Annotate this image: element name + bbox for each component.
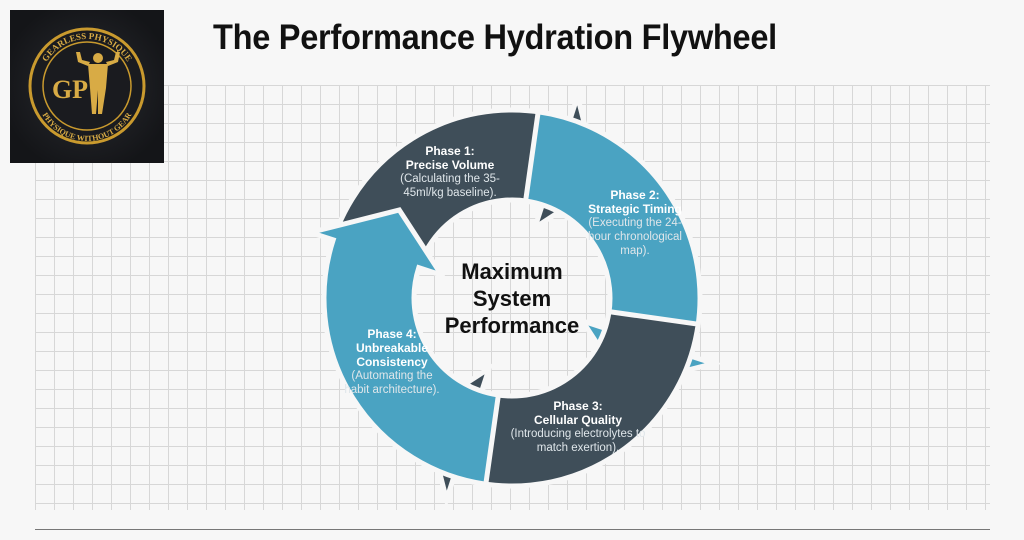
page-title: The Performance Hydration Flywheel [213,18,777,57]
center-line-1: Maximum [461,259,563,284]
phase-1-title: Phase 1: [425,144,475,158]
phase-4-arrow [301,207,502,488]
phase-3-desc: (Introducing electrolytes to match exert… [510,428,646,454]
logo-monogram: GP [52,75,88,104]
bottom-divider [35,529,990,530]
phase-2-label: Phase 2: Strategic Timing (Executing the… [580,188,690,258]
phase-3-name: Cellular Quality [533,413,623,427]
phase-1-name: Precise Volume [405,158,495,172]
phase-3-label: Phase 3: Cellular Quality (Introducing e… [511,399,646,455]
phase-1-label: Phase 1: Precise Volume (Calculating the… [385,144,515,200]
phase-4-name: Unbreakable Consistency [355,341,429,369]
phase-4-label: Phase 4: Unbreakable Consistency (Automa… [342,327,442,397]
phase-3-title: Phase 3: [553,399,603,413]
phase-4-desc: (Automating the habit architecture). [344,370,440,396]
phase-1-desc: (Calculating the 35-45ml/kg baseline). [400,173,500,199]
phase-2-desc: (Executing the 24-hour chronological map… [588,217,682,257]
phase-2-name: Strategic Timing [588,202,682,216]
center-line-2: System [472,286,552,311]
center-label: Maximum System Performance [412,258,612,339]
logo: GEARLESS PHYSIQUE PHYSIQUE WITHOUT GEAR … [10,10,164,163]
phase-2-title: Phase 2: [610,188,660,202]
phase-4-title: Phase 4: [367,327,417,341]
bodybuilder-icon [76,52,120,114]
center-line-3: Performance [444,313,580,338]
